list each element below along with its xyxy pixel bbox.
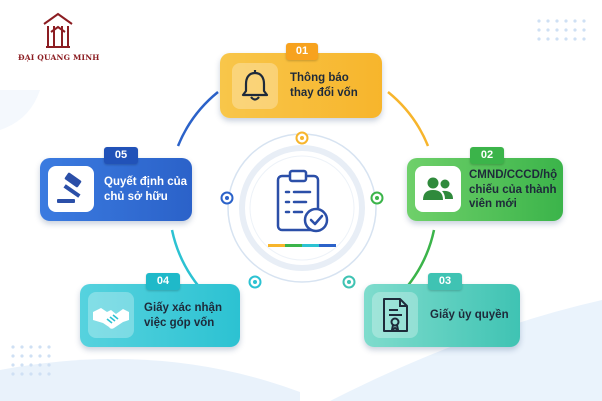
brand-logo: ĐẠI QUANG MINH <box>18 10 100 68</box>
step-01-icon-box <box>232 63 278 109</box>
step-01-number-badge: 01 <box>286 43 318 60</box>
step-05-number-badge: 05 <box>104 147 138 164</box>
certificate-document-icon <box>383 298 408 333</box>
step-04-icon-box <box>88 292 134 338</box>
step-card-02: CMND/CCCD/hộ chiếu của thành viên mới <box>407 158 563 221</box>
step-01-label: Thông báo thay đổi vốn <box>290 72 358 99</box>
users-icon <box>423 177 453 200</box>
step-05-label: Quyết định của chủ sở hữu <box>104 176 188 203</box>
dot-grid-decoration-bottom-left <box>11 345 51 376</box>
step-03-label: Giấy ủy quyền <box>430 309 509 321</box>
handshake-icon <box>93 308 129 329</box>
gavel-icon <box>57 172 82 203</box>
step-04-label: Giấy xác nhận việc góp vốn <box>144 302 222 329</box>
step-02-number-badge: 02 <box>470 147 504 164</box>
step-05-icon-box <box>48 166 94 212</box>
step-card-01: Thông báo thay đổi vốn <box>220 53 382 118</box>
step-02-label: CMND/CCCD/hộ chiếu của thành viên mới <box>469 169 558 210</box>
step-02-icon-box <box>415 166 461 212</box>
building-logo-icon <box>43 12 73 48</box>
dot-grid-decoration-top-right <box>537 19 586 41</box>
step-03-icon-box <box>372 292 418 338</box>
clipboard-checklist-icon <box>268 169 336 247</box>
step-04-number-badge: 04 <box>146 273 180 290</box>
step-card-04: Giấy xác nhận việc góp vốn <box>80 284 240 347</box>
bell-icon <box>241 70 269 101</box>
step-card-03: Giấy ủy quyền <box>364 284 520 347</box>
brand-name: ĐẠI QUANG MINH <box>18 53 100 62</box>
step-03-number-badge: 03 <box>428 273 462 290</box>
step-card-05: Quyết định của chủ sở hữu <box>40 158 192 221</box>
